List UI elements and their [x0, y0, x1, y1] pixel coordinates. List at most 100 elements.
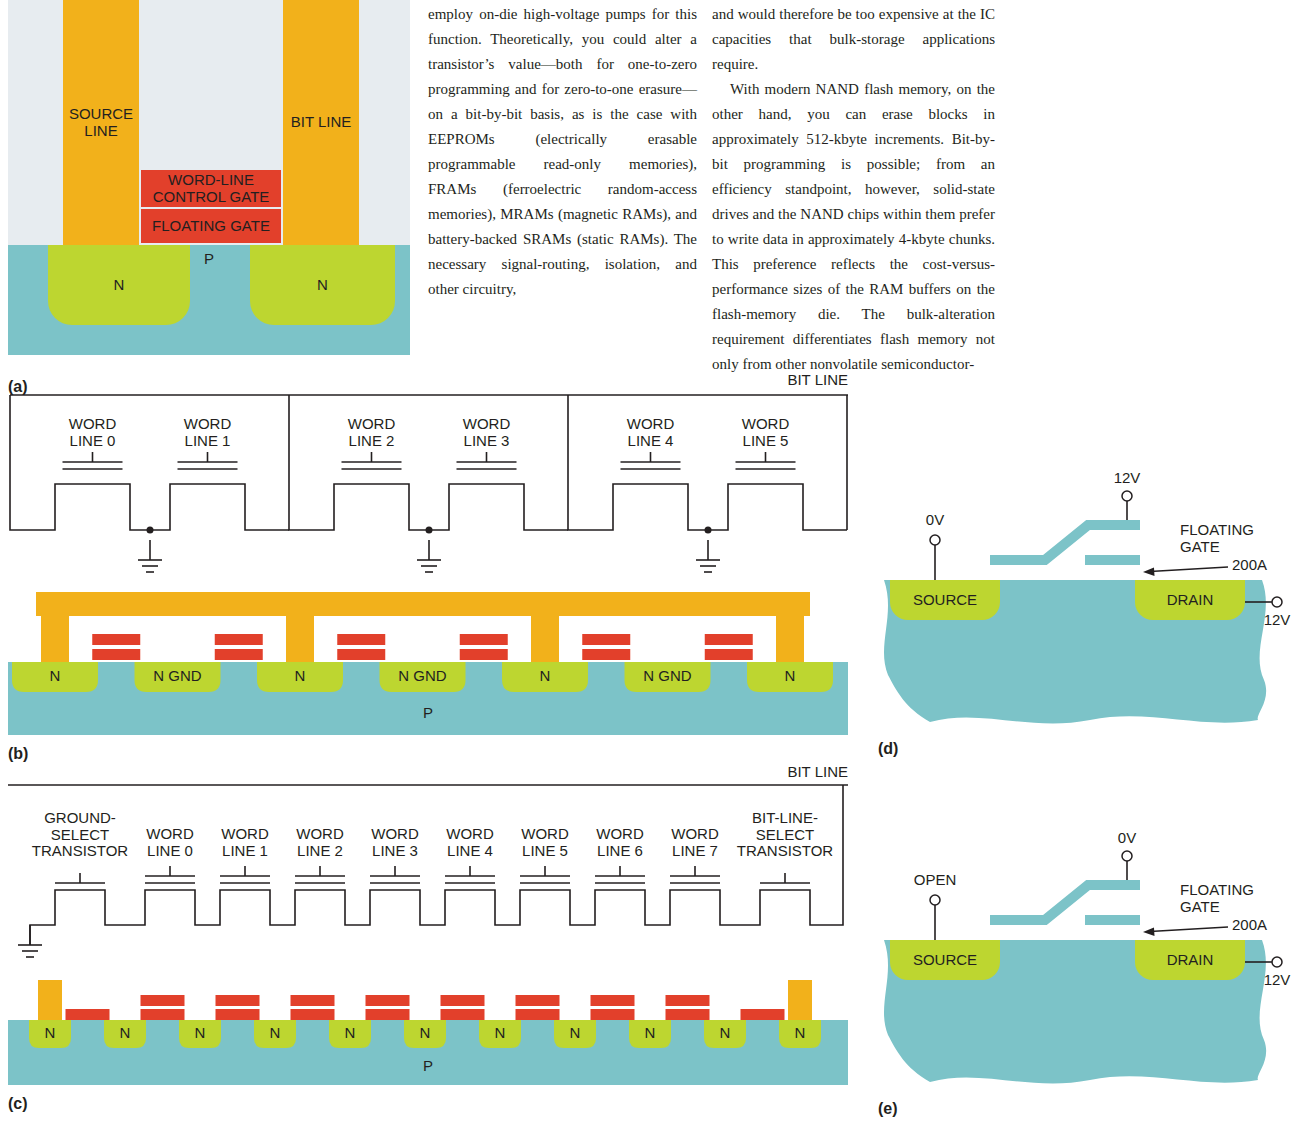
source-terminal-lead [934, 905, 936, 940]
junction-dot [147, 527, 154, 534]
control-gate [460, 634, 508, 645]
panel-background [8, 0, 410, 355]
gate-terminal-lead [1126, 501, 1128, 520]
gate-lead [544, 866, 546, 876]
gate-line [55, 882, 105, 884]
n-region [479, 1020, 521, 1048]
ground-symbol [700, 565, 716, 567]
floating-gate-line [595, 882, 645, 884]
terminal [930, 535, 940, 545]
shape-label: DRAIN [1167, 592, 1214, 609]
contact-pillar [788, 980, 812, 1020]
part-label: P [423, 1058, 433, 1075]
n-region [29, 1020, 71, 1048]
gate-lead [469, 866, 471, 876]
gate-line [145, 875, 195, 877]
part-label: WORD LINE 5 [516, 826, 574, 859]
arrowhead [1143, 568, 1155, 577]
n-region: N [250, 245, 395, 325]
shape-label: N [317, 277, 328, 294]
control-gate [441, 995, 485, 1006]
bit-line: BIT LINE [283, 0, 359, 245]
part-label: N GND [643, 668, 691, 685]
n-region [254, 1020, 296, 1048]
floating-gate [1085, 915, 1140, 925]
p-substrate [8, 662, 848, 735]
floating-gate [582, 649, 630, 660]
gate-lead [319, 866, 321, 876]
ground-symbol [142, 565, 158, 567]
floating-gate [92, 649, 140, 660]
control-gate [215, 634, 263, 645]
gate-lead [79, 873, 81, 883]
part-label: WORD LINE 2 [343, 416, 401, 449]
floating-gate-line [670, 882, 720, 884]
gate-lead [619, 866, 621, 876]
floating-gate [215, 649, 263, 660]
part-label: N [270, 1025, 281, 1042]
control-gate [516, 995, 560, 1006]
substrate [884, 940, 1266, 1083]
gate-line [736, 461, 796, 463]
contact-pillar [531, 616, 559, 662]
part-label: N [420, 1025, 431, 1042]
control-gate [337, 634, 385, 645]
ground-symbol [26, 956, 34, 958]
gate-lead [207, 452, 209, 462]
terminal [1272, 597, 1282, 607]
ground-symbol [18, 944, 42, 946]
floating-gate [666, 1009, 710, 1020]
floating-gate [216, 1009, 260, 1020]
part-label: 12V [1264, 612, 1291, 629]
gate-lead [169, 866, 171, 876]
part-label: WORD LINE 5 [737, 416, 795, 449]
part-label: WORD LINE 4 [441, 826, 499, 859]
gate-lead [92, 452, 94, 462]
figure-letter: (a) [8, 378, 28, 396]
gate-line [760, 882, 810, 884]
part-label: BIT LINE [787, 372, 848, 389]
gate-line [457, 461, 517, 463]
ground-symbol [421, 565, 437, 567]
gate-line [621, 461, 681, 463]
part-label: N [495, 1025, 506, 1042]
ground-symbol [425, 571, 433, 573]
n-region [779, 1020, 821, 1048]
figure-letter: (d) [878, 740, 898, 758]
part-label: WORD LINE 3 [366, 826, 424, 859]
figure-letter: (c) [8, 1095, 28, 1113]
control-gate [666, 995, 710, 1006]
control-gate [291, 995, 335, 1006]
control-gate [216, 995, 260, 1006]
n-region [12, 662, 98, 692]
shape-label: FLOATING GATE [152, 218, 270, 235]
ground-symbol [146, 571, 154, 573]
nand-string [30, 785, 843, 945]
floating-gate [291, 1009, 335, 1020]
contact-pillar [41, 616, 69, 662]
floating-gate-line [520, 882, 570, 884]
n-region [629, 1020, 671, 1048]
gate-lead [394, 866, 396, 876]
ground-lead [428, 540, 430, 560]
shape-label: P [204, 251, 214, 268]
ground-lead [29, 925, 31, 945]
drain-region: DRAIN [1135, 940, 1245, 980]
junction-dot [426, 527, 433, 534]
part-label: WORD LINE 1 [216, 826, 274, 859]
shape-label: SOURCE [913, 952, 977, 969]
n-region [104, 1020, 146, 1048]
part-label: N [645, 1025, 656, 1042]
part-label: FLOATING GATE [1180, 522, 1280, 555]
bit-line-drop [846, 395, 848, 530]
control-gate [591, 995, 635, 1006]
floating-gate [591, 1009, 635, 1020]
control-gate [990, 525, 1140, 560]
n-region [380, 662, 466, 692]
terminal [930, 895, 940, 905]
shape-label: SOURCE LINE [66, 106, 136, 139]
source-region: SOURCE [890, 940, 1000, 980]
gate-line [520, 875, 570, 877]
part-label: WORD LINE 0 [141, 826, 199, 859]
floating-gate [1085, 555, 1140, 565]
